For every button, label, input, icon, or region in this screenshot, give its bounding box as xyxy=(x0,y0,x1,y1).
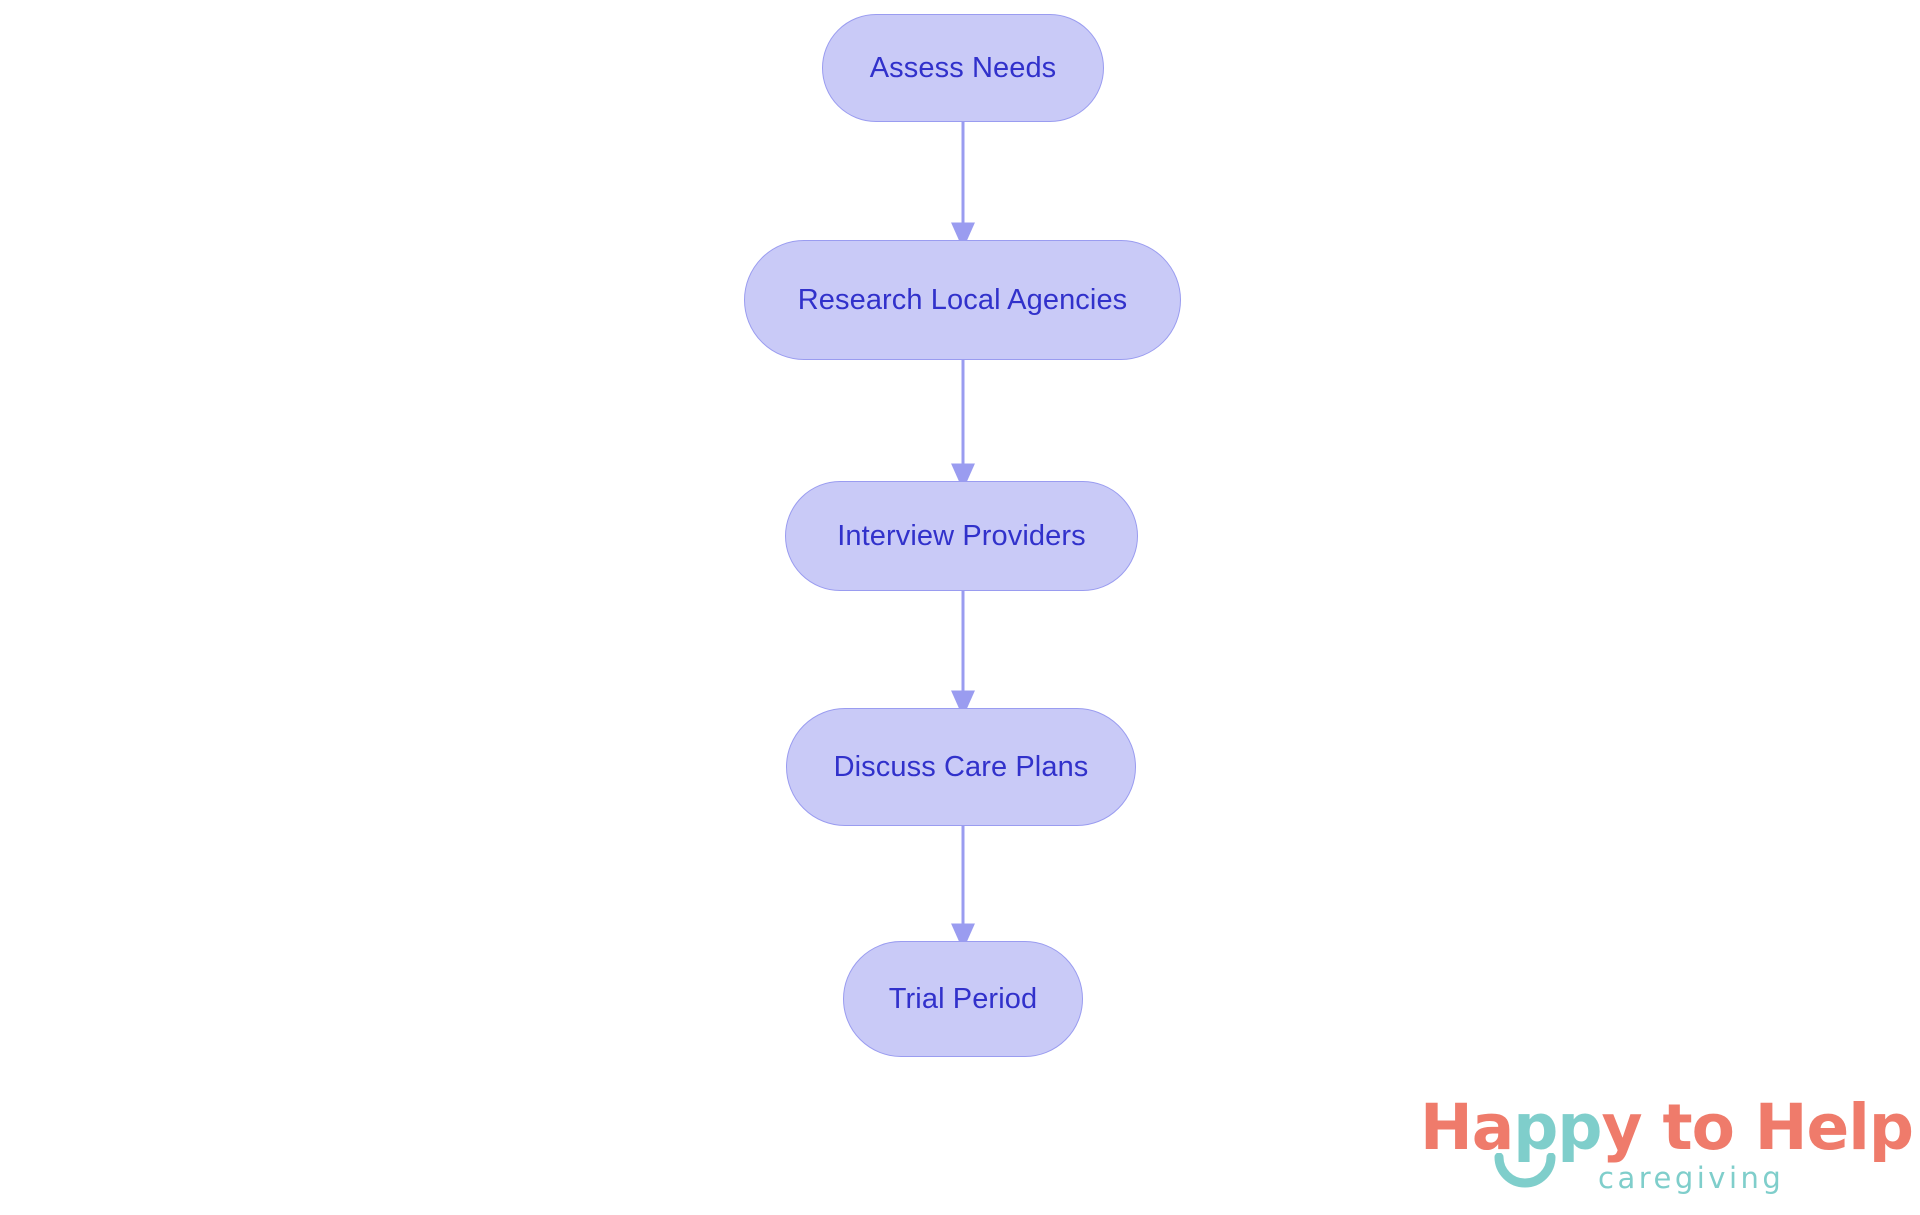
flow-node-interview-providers[interactable]: Interview Providers xyxy=(785,481,1138,591)
flow-node-label: Interview Providers xyxy=(837,519,1086,552)
logo-text-ha: Ha xyxy=(1420,1091,1514,1164)
flow-node-label: Discuss Care Plans xyxy=(833,750,1089,783)
flow-node-trial-period[interactable]: Trial Period xyxy=(843,941,1083,1057)
logo-wordmark: Happy to Help xyxy=(1420,1096,1914,1159)
logo-text-y: y xyxy=(1601,1091,1642,1164)
logo-text-to: to xyxy=(1641,1091,1755,1164)
flow-node-discuss-care-plans[interactable]: Discuss Care Plans xyxy=(786,708,1136,826)
flow-node-label: Trial Period xyxy=(888,982,1038,1015)
logo-tagline: caregiving xyxy=(1598,1161,1785,1195)
flow-node-label: Research Local Agencies xyxy=(797,283,1128,316)
smile-icon xyxy=(1494,1153,1556,1188)
flow-node-assess-needs[interactable]: Assess Needs xyxy=(822,14,1104,122)
flow-node-research-local-agencies[interactable]: Research Local Agencies xyxy=(744,240,1181,360)
logo-text-pp: pp xyxy=(1513,1091,1602,1164)
brand-logo: Happy to Help caregiving xyxy=(1420,1096,1914,1204)
logo-text-help: Help xyxy=(1754,1091,1914,1164)
flow-node-label: Assess Needs xyxy=(869,51,1057,84)
